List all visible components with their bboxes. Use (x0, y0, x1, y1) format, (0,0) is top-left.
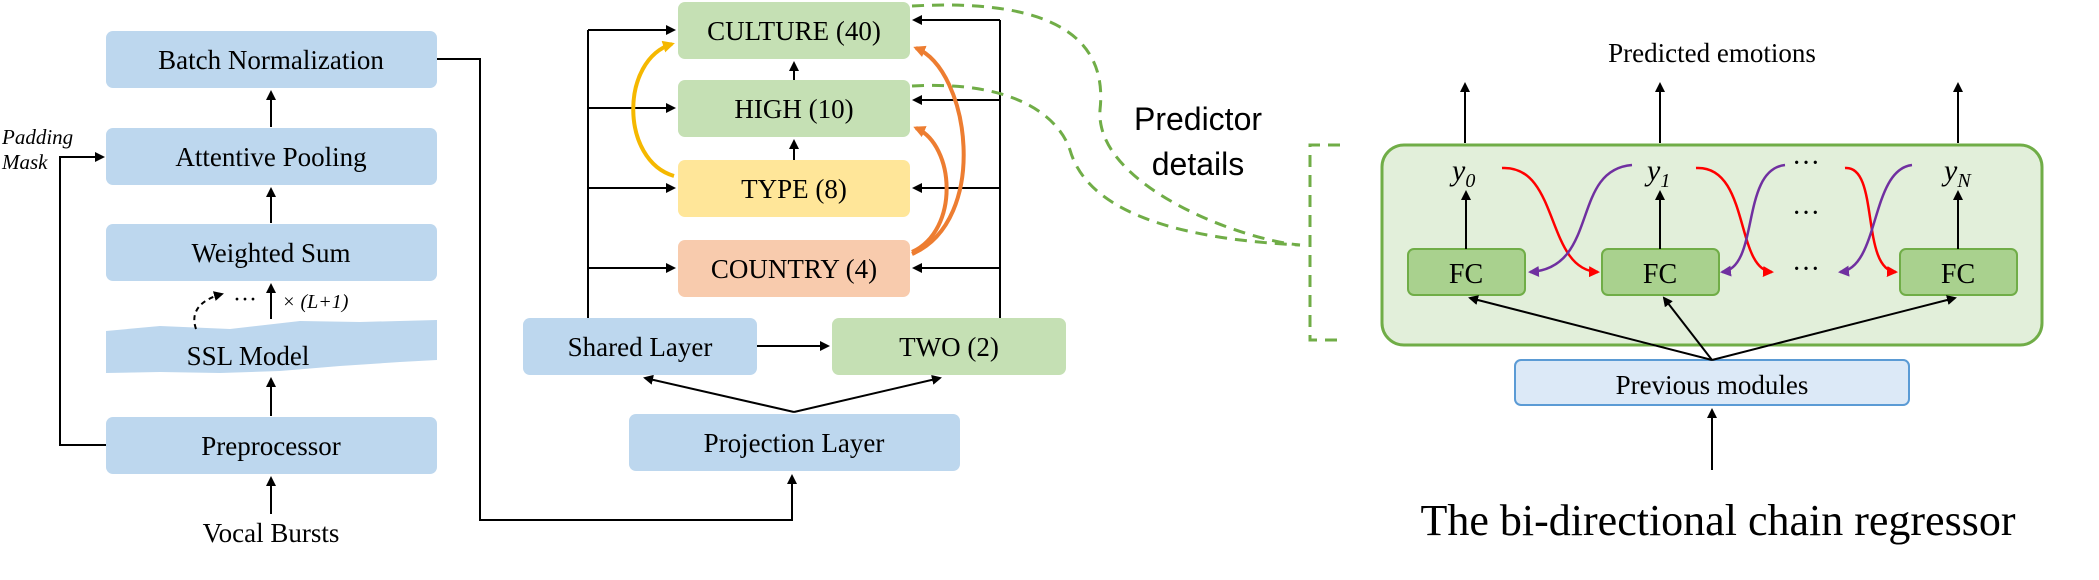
ssl-model-box (106, 320, 437, 373)
prev-to-fc1-arrow (1662, 296, 1713, 361)
encoder-to-projection-connector (437, 58, 797, 521)
arrow-projection-to-two (793, 374, 942, 413)
padding-label: Padding (1, 125, 73, 149)
country-to-culture-curve (911, 45, 966, 256)
details-bracket (1308, 143, 1340, 342)
culture-label: CULTURE (40) (707, 16, 881, 46)
arrow-projection-to-shared (643, 374, 795, 413)
weighted-sum-label: Weighted Sum (191, 238, 350, 268)
y1-label: y1 (1644, 154, 1670, 192)
prev-to-fcn-arrow (1711, 295, 1957, 361)
red-chain-arrow-1 (1695, 166, 1774, 277)
prev-to-fc0-arrow (1468, 295, 1713, 361)
country-label: COUNTRY (4) (711, 254, 877, 284)
shared-layer-box (523, 318, 757, 375)
vocal-bursts-label: Vocal Bursts (203, 518, 340, 548)
country-to-high-curve (911, 126, 949, 254)
purple-chain-arrow-0 (1528, 163, 1633, 277)
attentive-pooling-box (106, 128, 437, 185)
shared-layer-label: Shared Layer (568, 332, 713, 362)
attentive-pooling-label: Attentive Pooling (175, 142, 366, 172)
predictor-details-line2: details (1152, 146, 1245, 182)
y1-subscript: 1 (1660, 170, 1670, 192)
batch-norm-box (106, 31, 437, 88)
high-label: HIGH (10) (734, 94, 853, 124)
projection-layer-box (629, 414, 960, 471)
red-chain-arrow-2 (1844, 166, 1898, 277)
batch-norm-label: Batch Normalization (158, 45, 384, 75)
fc-label-n: FC (1941, 259, 1975, 290)
predicted-emotions-label: Predicted emotions (1608, 38, 1816, 68)
encoder-section: Batch Normalization Attentive Pooling We… (1, 31, 797, 548)
preprocessor-label: Preprocessor (201, 431, 340, 461)
preprocessor-box (106, 417, 437, 474)
chain-regressor-section: Predicted emotions y0 y1 yN ··· ··· ··· … (1380, 38, 2044, 545)
predictor-section: CULTURE (40) HIGH (10) TYPE (8) COUNTRY … (523, 2, 1340, 471)
high-details-connector (911, 83, 1301, 247)
regressor-title: The bi-directional chain regressor (1421, 496, 2016, 545)
fc-label-0: FC (1449, 259, 1483, 290)
ssl-layer-dashed-arrow (193, 291, 224, 330)
y0-subscript: 0 (1465, 170, 1475, 192)
high-box (678, 80, 910, 137)
purple-chain-arrow-1 (1720, 163, 1786, 277)
fc-label-1: FC (1643, 259, 1677, 290)
layer-dots: ··· (233, 287, 257, 313)
yn-label: yN (1941, 154, 1972, 192)
ellipsis-top: ··· (1792, 148, 1820, 179)
two-label: TWO (2) (899, 332, 999, 362)
type-label: TYPE (8) (741, 174, 847, 204)
type-box (678, 160, 910, 217)
yn-subscript: N (1956, 170, 1972, 192)
y0-label: y0 (1449, 154, 1475, 192)
mask-label: Mask (1, 150, 48, 174)
purple-chain-arrow-2 (1838, 163, 1913, 277)
regressor-panel (1380, 143, 2044, 347)
ssl-model-label: SSL Model (187, 341, 310, 371)
red-chain-arrow-0 (1501, 166, 1600, 278)
type-to-culture-curve (631, 40, 675, 178)
layer-count-label: × (L+1) (282, 291, 349, 313)
ellipsis-middle: ··· (1792, 198, 1820, 229)
projection-layer-label: Projection Layer (704, 428, 885, 458)
culture-box (678, 2, 910, 59)
ellipsis-fc: ··· (1792, 254, 1820, 285)
country-box (678, 240, 910, 297)
culture-details-connector (911, 3, 1301, 247)
padding-mask-path (59, 152, 106, 446)
predictor-details-line1: Predictor (1134, 101, 1262, 137)
weighted-sum-box (106, 224, 437, 281)
previous-modules-label: Previous modules (1616, 370, 1809, 400)
two-box (832, 318, 1066, 375)
